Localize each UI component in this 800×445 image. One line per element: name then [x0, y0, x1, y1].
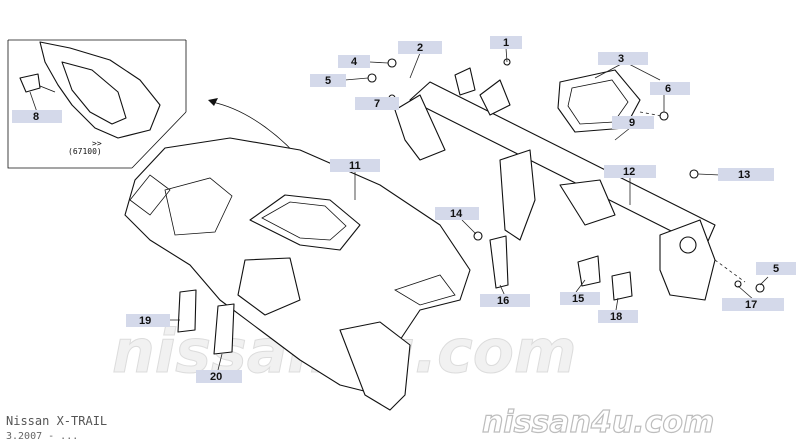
svg-text:11: 11 [349, 160, 361, 172]
inset-code: (67100) [68, 147, 102, 156]
bracket-15 [577, 255, 601, 287]
callout-3: 3 [598, 52, 648, 65]
washer-icon [367, 73, 377, 83]
svg-text:7: 7 [374, 98, 380, 110]
callout-1: 1 [490, 36, 522, 49]
svg-text:5: 5 [773, 263, 779, 275]
nut-icon [755, 283, 765, 293]
svg-text:12: 12 [623, 166, 635, 178]
callout-12: 12 [604, 165, 656, 178]
callout-11: 11 [330, 159, 380, 172]
nut-icon [387, 58, 397, 68]
callout-8: 8 [12, 110, 62, 123]
callout-14: 14 [435, 207, 479, 220]
callout-5a: 5 [310, 74, 346, 87]
bracket-19 [177, 289, 197, 333]
svg-text:1: 1 [503, 37, 509, 49]
callout-17: 17 [722, 298, 784, 311]
svg-text:17: 17 [745, 299, 757, 311]
callout-4: 4 [338, 55, 370, 68]
arrow-icon [208, 98, 218, 106]
clip-icon [19, 73, 41, 93]
svg-text:14: 14 [450, 208, 463, 220]
svg-text:9: 9 [629, 117, 635, 129]
bolt-icon [689, 169, 699, 179]
footer-date: 3.2007 - ... [6, 431, 78, 442]
svg-text:2: 2 [417, 42, 423, 54]
callout-13: 13 [718, 168, 774, 181]
callout-5b: 5 [756, 262, 796, 275]
svg-text:5: 5 [325, 75, 331, 87]
svg-text:18: 18 [610, 311, 622, 323]
svg-text:19: 19 [139, 315, 151, 327]
callout-16: 16 [480, 294, 530, 307]
bracket-18 [611, 271, 633, 301]
inset-arrows: >> [92, 139, 102, 148]
callout-20: 20 [196, 370, 242, 383]
footer-model: Nissan X-TRAIL [6, 414, 107, 428]
callout-19: 19 [126, 314, 170, 327]
bracket-20 [213, 303, 235, 355]
callout-6: 6 [650, 82, 690, 95]
callout-9: 9 [612, 116, 654, 129]
svg-text:3: 3 [618, 53, 624, 65]
nut-icon [659, 111, 669, 121]
callout-2: 2 [398, 41, 442, 54]
bracket-16 [489, 235, 509, 289]
instrument-panel [124, 137, 471, 411]
bolt-icon [734, 280, 742, 288]
callout-18: 18 [598, 310, 638, 323]
callout-15: 15 [560, 292, 600, 305]
svg-text:20: 20 [210, 371, 222, 383]
svg-text:15: 15 [572, 293, 584, 305]
svg-text:8: 8 [33, 111, 39, 123]
callout-7: 7 [355, 97, 399, 110]
svg-text:16: 16 [497, 295, 509, 307]
inset-detail: >> (67100) [7, 39, 187, 169]
svg-text:4: 4 [351, 56, 358, 68]
svg-text:13: 13 [738, 169, 750, 181]
watermark-corner: nissan4u.com [482, 405, 714, 440]
steering-member [394, 67, 716, 301]
svg-text:6: 6 [665, 83, 671, 95]
